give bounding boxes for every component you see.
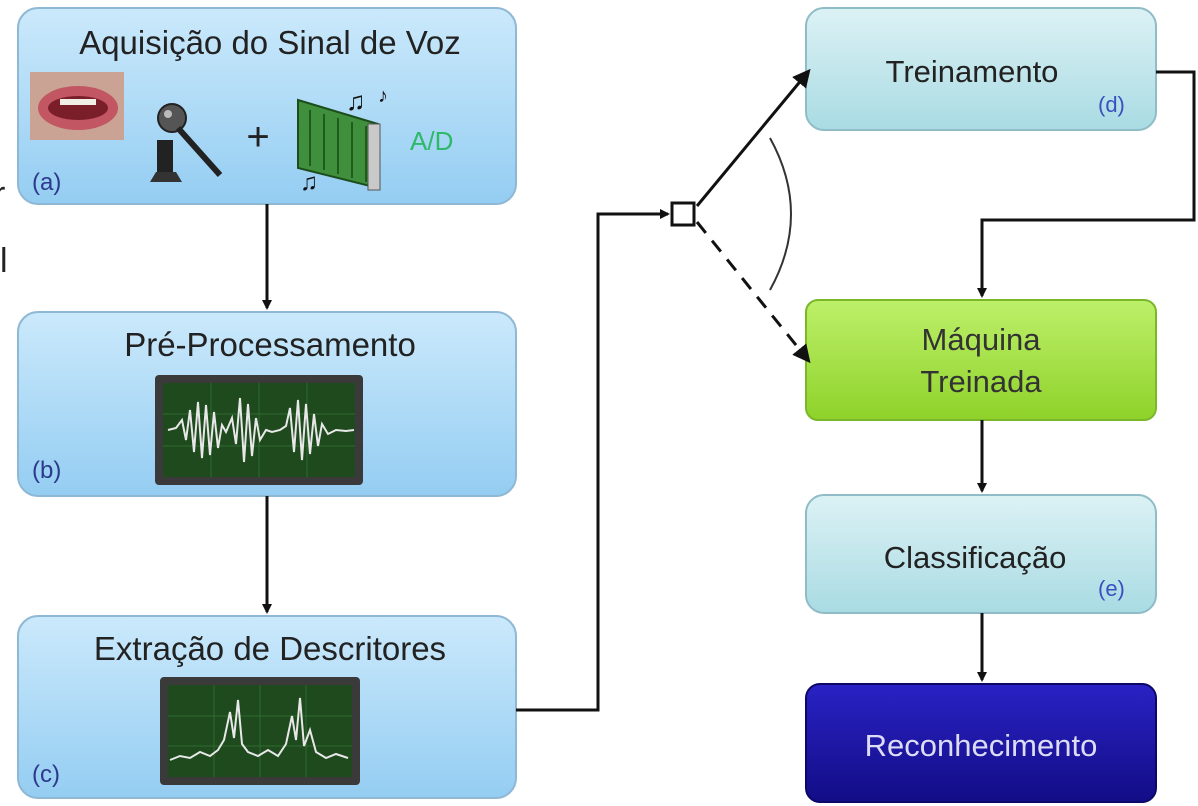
svg-text:♫: ♫ [346,86,366,116]
box-aquisicao: Aquisição do Sinal de Voz + [17,7,517,205]
box-extracao-title: Extração de Descritores [94,630,446,667]
box-aquisicao-tag: (a) [32,169,61,196]
arrow-switch-to-maquina-dashed [695,221,811,364]
box-treinamento-title: Treinamento [886,54,1059,89]
box-treinamento: Treinamento (d) [805,7,1157,131]
svg-text:♫: ♫ [300,169,318,196]
box-pre-tag: (b) [32,457,61,484]
box-classificacao-title: Classificação [884,540,1067,575]
microphone-icon [150,103,223,182]
cropped-text-r: r [0,175,5,213]
waveform-screen [155,375,363,485]
cropped-text-l: l [0,242,8,280]
sound-card-icon [297,98,381,191]
svg-text:♪: ♪ [378,85,388,107]
box-classificacao-tag: (e) [1098,576,1125,601]
box-maquina-line1: Máquina [922,322,1042,357]
box-pre-title: Pré-Processamento [124,326,416,363]
arrow-treinamento-to-maquina [977,70,1196,298]
plus-sign: + [246,115,269,159]
ad-label: A/D [410,126,453,156]
box-classificacao: Classificação (e) [805,494,1157,614]
spectrum-screen [160,677,360,785]
mouth-photo [30,72,124,140]
box-pre-processamento: Pré-Processamento (b) [17,311,517,497]
box-maquina-treinada: Máquina Treinada [805,299,1157,421]
box-reconhecimento: Reconhecimento [805,683,1157,803]
music-notes-icon: ♫ ♪ ♫ [300,85,388,196]
box-aquisicao-title: Aquisição do Sinal de Voz [79,24,461,61]
connectors [262,68,1196,712]
arrow-switch-to-treinamento [695,68,811,207]
switch-node [670,201,696,227]
switch-arc [769,137,792,291]
arrow-c-to-switch [516,209,670,712]
box-maquina-line2: Treinada [920,364,1042,399]
box-reconhecimento-title: Reconhecimento [865,728,1098,763]
box-treinamento-tag: (d) [1098,92,1125,117]
box-extracao-tag: (c) [32,761,60,788]
box-extracao: Extração de Descritores (c) [17,615,517,799]
